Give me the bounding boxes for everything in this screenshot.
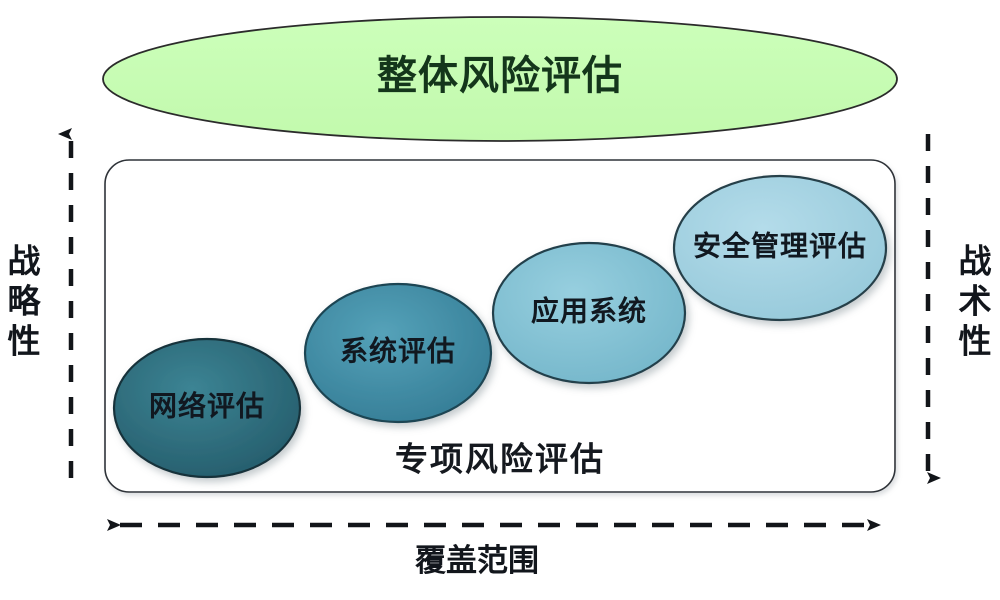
assessment-ellipse-network[interactable]: 网络评估: [112, 337, 302, 479]
overall-assessment-ellipse-shape: [102, 16, 898, 142]
axis-strategic-label-char-1: 战: [8, 244, 41, 281]
axis-tactical-label-char-3: 性: [959, 324, 992, 361]
assessment-ellipse-system[interactable]: 系统评估: [303, 282, 493, 424]
specific-assessment-label: 专项风险评估: [395, 441, 605, 479]
assessment-ellipse-security-management-shape: [672, 174, 888, 322]
assessment-ellipse-network-label: 网络评估: [149, 389, 265, 422]
axis-tactical-label-char-1: 战: [959, 244, 992, 281]
axis-tactical: 战 术 性: [925, 134, 992, 484]
assessment-ellipse-application[interactable]: 应用系统: [491, 241, 687, 385]
axis-tactical-label-char-2: 术: [959, 284, 992, 321]
assessment-ellipse-network-shape: [112, 337, 302, 479]
assessment-ellipse-system-label: 系统评估: [340, 334, 456, 367]
overall-assessment-label: 整体风险评估: [377, 53, 623, 98]
assessment-ellipse-system-shape: [303, 282, 493, 424]
assessment-ellipse-application-label: 应用系统: [531, 294, 647, 327]
axis-coverage-label: 覆盖范围: [414, 543, 539, 578]
axis-strategic-label-char-3: 性: [8, 324, 41, 361]
overall-assessment-ellipse[interactable]: 整体风险评估: [102, 16, 898, 142]
assessment-ellipse-application-shape: [491, 241, 687, 385]
axis-strategic: 战 略 性: [8, 128, 74, 478]
axis-coverage: 覆盖范围: [107, 519, 881, 578]
assessment-ellipse-security-management-label: 安全管理评估: [693, 229, 867, 262]
assessment-ellipse-security-management[interactable]: 安全管理评估: [672, 174, 888, 322]
axis-strategic-label-char-2: 略: [8, 284, 42, 321]
